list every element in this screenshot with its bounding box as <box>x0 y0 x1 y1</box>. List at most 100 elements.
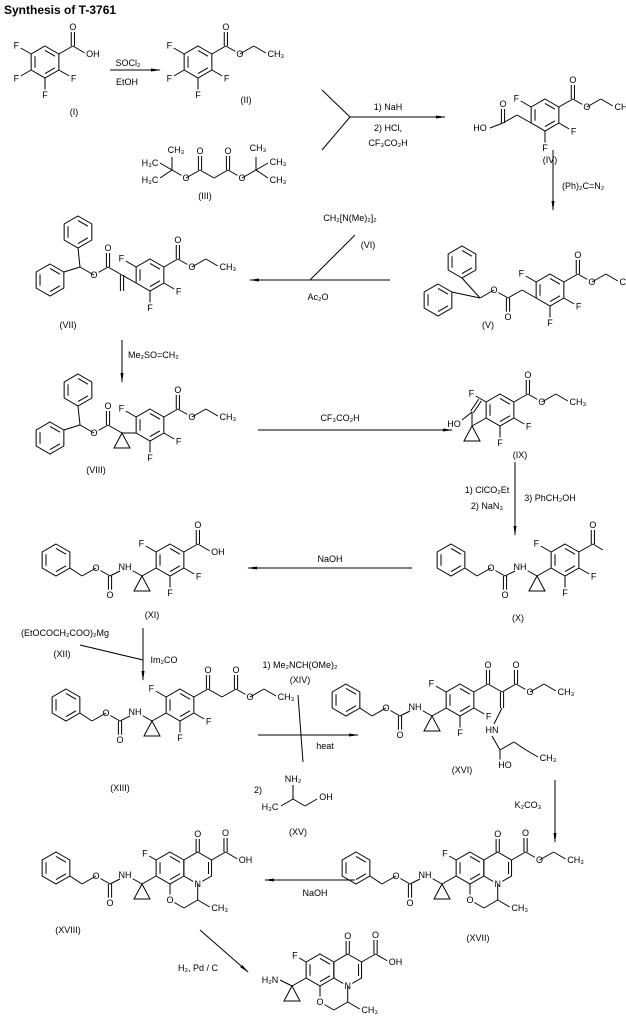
bond <box>95 875 111 885</box>
compound-label: (XVII) <box>466 933 489 943</box>
bond <box>205 408 219 417</box>
atom-label: CH₃ <box>620 277 626 287</box>
atom-label: O <box>524 370 531 380</box>
bond <box>221 688 237 698</box>
cyclopropane-ring <box>433 882 451 900</box>
bond <box>359 707 373 717</box>
bond <box>522 567 538 577</box>
phenyl-ring <box>41 543 71 577</box>
atom-label: O <box>396 730 403 740</box>
bond <box>235 688 251 698</box>
bond <box>227 169 243 179</box>
bond <box>469 899 485 909</box>
bond <box>179 693 191 700</box>
bond <box>472 400 482 414</box>
atom-label: F <box>139 539 145 549</box>
atom-label: NH <box>419 870 432 880</box>
bond <box>578 543 594 553</box>
bond <box>49 426 61 433</box>
atom-label: CH₃ <box>361 1005 378 1015</box>
bond <box>459 688 471 695</box>
bond <box>183 899 198 909</box>
bond <box>191 258 207 268</box>
atom-label: O <box>504 312 511 322</box>
reagent-label: (Ph)₂C=N₂ <box>562 181 605 191</box>
atom-label: OH <box>211 547 225 557</box>
compound-label: (IV) <box>543 155 558 165</box>
atom-label: OH <box>86 49 100 59</box>
bond <box>499 741 515 751</box>
bond <box>58 45 74 55</box>
atom-label: CH₃ <box>220 262 237 272</box>
bond <box>544 120 556 127</box>
bond <box>125 410 137 418</box>
bond <box>461 277 481 299</box>
bond <box>105 712 121 722</box>
compound-label: (XVIII) <box>55 925 81 935</box>
atom-label: F <box>514 94 520 104</box>
atom-label: F <box>224 74 230 84</box>
atom-label: O <box>194 520 201 530</box>
atom-label: HO <box>447 419 461 429</box>
compound-label: (VIII) <box>86 465 106 475</box>
bond <box>417 707 433 717</box>
bond <box>148 855 157 861</box>
reagent-label: 2) NaN₃ <box>471 501 504 511</box>
bond <box>564 548 576 555</box>
bond <box>577 273 593 283</box>
bond <box>563 273 579 283</box>
bond <box>163 282 175 290</box>
bond <box>55 873 67 880</box>
bond <box>255 169 269 179</box>
bond <box>159 169 173 179</box>
atom-label: O <box>104 401 111 411</box>
atom-label: F <box>457 728 463 738</box>
atom-label: HN <box>486 725 499 735</box>
atom-label: F <box>526 422 532 432</box>
reagent-label: Im₂CO <box>151 655 178 665</box>
bond <box>319 958 331 965</box>
atom-label: F <box>469 389 475 399</box>
compound-label: (II) <box>241 95 252 105</box>
bond <box>558 122 570 130</box>
cyclopropane-ring <box>283 984 301 1002</box>
reagent-label: Ac₂O <box>308 292 329 302</box>
bond <box>513 417 525 425</box>
bond <box>489 122 504 129</box>
reagent-label: Me₂SO=CH₂ <box>128 350 179 360</box>
bond <box>49 268 61 275</box>
atom-label: CH₃ <box>511 903 528 913</box>
bond <box>177 408 193 418</box>
reagent-label: NaOH <box>317 554 342 564</box>
bond <box>77 247 81 268</box>
bond <box>197 50 209 57</box>
bond <box>109 570 121 577</box>
bond <box>125 260 137 268</box>
atom-label: O <box>344 931 351 941</box>
bond <box>280 798 294 807</box>
atom-label: CH₃ <box>220 412 237 422</box>
atom-label: O <box>484 660 491 670</box>
bond <box>461 411 473 421</box>
bond <box>91 712 107 722</box>
bond <box>169 565 181 572</box>
bond <box>93 424 109 434</box>
phenyl-ring <box>41 851 71 885</box>
atom-label: F <box>167 74 173 84</box>
reagent-label: 2) HCl, <box>374 123 402 133</box>
bond <box>253 45 267 54</box>
atom-label: F <box>591 572 597 582</box>
bond <box>239 45 255 55</box>
bond <box>476 567 492 577</box>
bond <box>163 408 179 418</box>
reagent-label: CH₂[N(Me)₂]₂ <box>323 213 377 223</box>
bond <box>263 688 277 697</box>
atom-label: O <box>222 828 229 838</box>
bond <box>555 393 569 402</box>
bond <box>487 683 503 693</box>
bond <box>473 707 485 715</box>
cyclopropane-ring <box>133 574 151 592</box>
reagent-label: 3) PhCH₂OH <box>524 493 576 503</box>
phenyl-ring <box>341 851 371 885</box>
bond <box>211 69 223 77</box>
